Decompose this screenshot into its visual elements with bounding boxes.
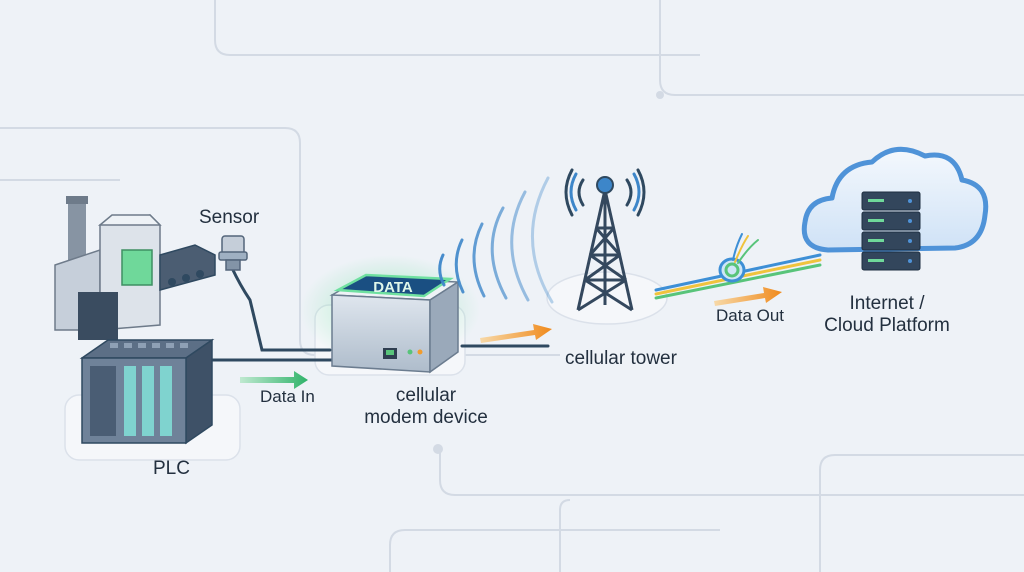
data-out-label: Data Out — [716, 306, 785, 325]
arrow-right-icon — [240, 371, 308, 389]
plc-label: PLC — [153, 458, 190, 479]
cloud-server-icon — [801, 146, 989, 271]
sensor-icon — [218, 235, 248, 271]
connection-wires — [208, 266, 550, 362]
sensor-wire — [230, 266, 332, 352]
modem-icon — [300, 255, 480, 374]
tower-label: cellular tower — [565, 348, 677, 369]
modem-screen-text: DATA — [373, 279, 413, 296]
cloud-label-line2: Cloud Platform — [824, 315, 950, 336]
factory-icon — [54, 196, 216, 340]
arrow-right-icon — [480, 324, 552, 343]
arrow-right-icon — [714, 287, 782, 306]
plc-icon — [79, 338, 215, 445]
modem-label-line1: cellular — [395, 385, 457, 406]
tower-icon — [564, 168, 646, 312]
cloud-label: Internet / Cloud Platform — [812, 293, 962, 337]
grid-node — [656, 91, 664, 99]
cloud-label-line1: Internet / — [849, 293, 925, 314]
wifi-signal-icon — [438, 176, 554, 304]
modem-label: cellular modem device — [356, 385, 496, 429]
grid-node — [433, 444, 443, 454]
data-in-label: Data In — [260, 387, 315, 406]
fiber-bundle-icon — [654, 233, 822, 300]
modem-label-line2: modem device — [364, 407, 488, 428]
sensor-label: Sensor — [199, 207, 260, 228]
